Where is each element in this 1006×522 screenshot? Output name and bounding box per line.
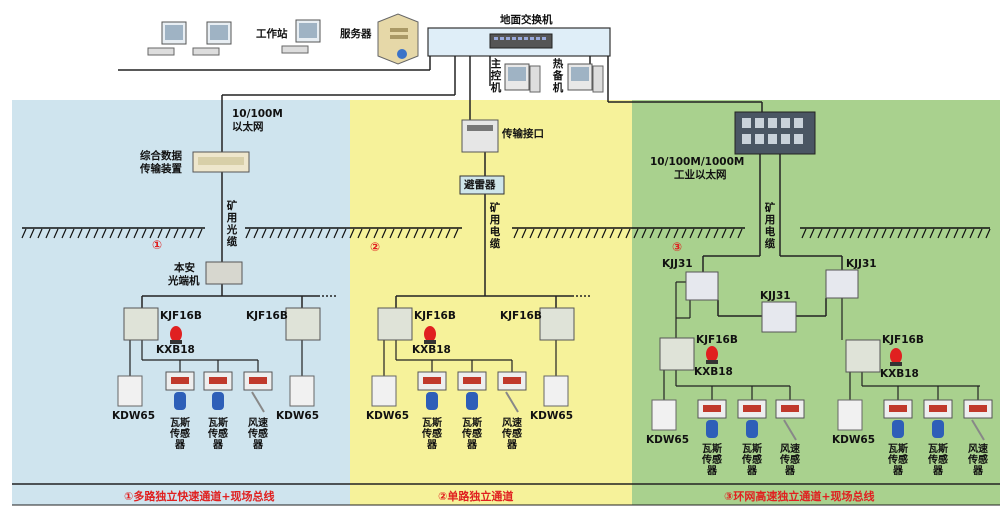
zone-2-marker: ② <box>370 240 381 254</box>
kdw65-unit <box>117 375 143 407</box>
middle-gas-sensor-1-label: 瓦斯传感器 <box>422 418 442 451</box>
main-pc-label: 主控机 <box>490 58 502 94</box>
zone-1-marker: ① <box>152 238 163 252</box>
workstation-label: 工作站 <box>256 28 288 40</box>
lightning-arrester-label: 避雷器 <box>464 179 496 191</box>
right-cable-label: 矿用电缆 <box>764 202 776 250</box>
right-ethernet-line1: 10/100M/1000M <box>650 156 745 168</box>
switch-label: 地面交换机 <box>500 14 553 26</box>
optical-terminal-line1: 本安 <box>174 262 195 274</box>
left-gas-sensor-2-label: 瓦斯传感器 <box>208 418 228 451</box>
middle-kjf-a-label: KJF16B <box>414 310 456 322</box>
server-icon <box>377 13 419 65</box>
kjf16b-box <box>123 307 159 341</box>
kjj31-box <box>761 301 797 333</box>
left-kdw-a-label: KDW65 <box>112 410 156 422</box>
left-kdw-b-label: KDW65 <box>276 410 320 422</box>
right-kxb-b-label: KXB18 <box>880 368 919 380</box>
right-kjj-left-label: KJJ31 <box>662 258 693 270</box>
middle-cable-label: 矿用电缆 <box>489 202 501 250</box>
interface-label: 传输接口 <box>502 128 544 140</box>
right-gas-sensor-2-label: 瓦斯传感器 <box>742 444 762 477</box>
right-kjj-mid-label: KJJ31 <box>760 290 791 302</box>
middle-kjf-b-label: KJF16B <box>500 310 542 322</box>
middle-gas-sensor-2-label: 瓦斯传感器 <box>462 418 482 451</box>
middle-zone-panel <box>350 100 632 505</box>
data-transport-device <box>192 151 250 173</box>
kdw65-unit <box>543 375 569 407</box>
right-kjf-b-label: KJF16B <box>882 334 924 346</box>
kjf16b-box <box>659 337 695 371</box>
transport-device-line1: 综合数据 <box>140 150 182 162</box>
left-ethernet-line1: 10/100M <box>232 108 283 120</box>
backup-pc-icon <box>567 63 604 93</box>
kjf16b-box <box>845 339 881 373</box>
right-gas-sensor-3-label: 瓦斯传感器 <box>888 444 908 477</box>
left-ethernet-line2: 以太网 <box>232 121 264 133</box>
right-gas-sensor-1-label: 瓦斯传感器 <box>702 444 722 477</box>
right-ethernet-line2: 工业以太网 <box>674 169 727 181</box>
right-caption: ③环网高速独立通道+现场总线 <box>724 490 875 503</box>
right-wind-sensor-2-label: 风速传感器 <box>968 444 988 477</box>
kjj31-box <box>825 269 859 299</box>
right-kjj-right-label: KJJ31 <box>846 258 877 270</box>
right-kdw-b-label: KDW65 <box>832 434 876 446</box>
middle-kdw-b-label: KDW65 <box>530 410 574 422</box>
middle-wind-sensor-label: 风速传感器 <box>502 418 522 451</box>
kdw65-unit <box>371 375 397 407</box>
kjf16b-box <box>539 307 575 341</box>
left-kxb-label: KXB18 <box>156 344 195 356</box>
sensor-icons <box>165 371 993 441</box>
server-label: 服务器 <box>340 28 372 40</box>
optical-terminal-box <box>205 261 243 285</box>
left-zone-panel <box>12 100 350 505</box>
left-kjf-a-label: KJF16B <box>160 310 202 322</box>
middle-kxb-label: KXB18 <box>412 344 451 356</box>
middle-caption: ②单路独立通道 <box>438 490 514 503</box>
lightning-arrester-box <box>459 175 505 195</box>
middle-kdw-a-label: KDW65 <box>366 410 410 422</box>
kjf16b-box <box>377 307 413 341</box>
transmission-interface-box <box>461 119 499 153</box>
kxb18-alarm-icons <box>170 326 902 366</box>
left-gas-sensor-1-label: 瓦斯传感器 <box>170 418 190 451</box>
main-pc-icon <box>504 63 541 93</box>
kdw65-unit <box>837 399 863 431</box>
zone-3-marker: ③ <box>672 240 683 254</box>
kjj31-box <box>685 271 719 301</box>
right-gas-sensor-4-label: 瓦斯传感器 <box>928 444 948 477</box>
right-wind-sensor-label: 风速传感器 <box>780 444 800 477</box>
transport-device-line2: 传输装置 <box>140 163 182 175</box>
kdw65-unit <box>651 399 677 431</box>
right-kxb-a-label: KXB18 <box>694 366 733 378</box>
backup-pc-label: 热备机 <box>552 58 564 94</box>
left-kjf-b-label: KJF16B <box>246 310 288 322</box>
right-kjf-a-label: KJF16B <box>696 334 738 346</box>
industrial-switch-icon <box>734 111 816 155</box>
optical-terminal-line2: 光端机 <box>168 275 200 287</box>
left-wind-sensor-label: 风速传感器 <box>248 418 268 451</box>
left-caption: ①多路独立快速通道+现场总线 <box>124 490 275 503</box>
fiber-cable-label: 矿用光缆 <box>226 200 238 248</box>
workstation-icons <box>147 19 321 56</box>
kjf16b-box <box>285 307 321 341</box>
right-kdw-a-label: KDW65 <box>646 434 690 446</box>
kdw65-unit <box>289 375 315 407</box>
